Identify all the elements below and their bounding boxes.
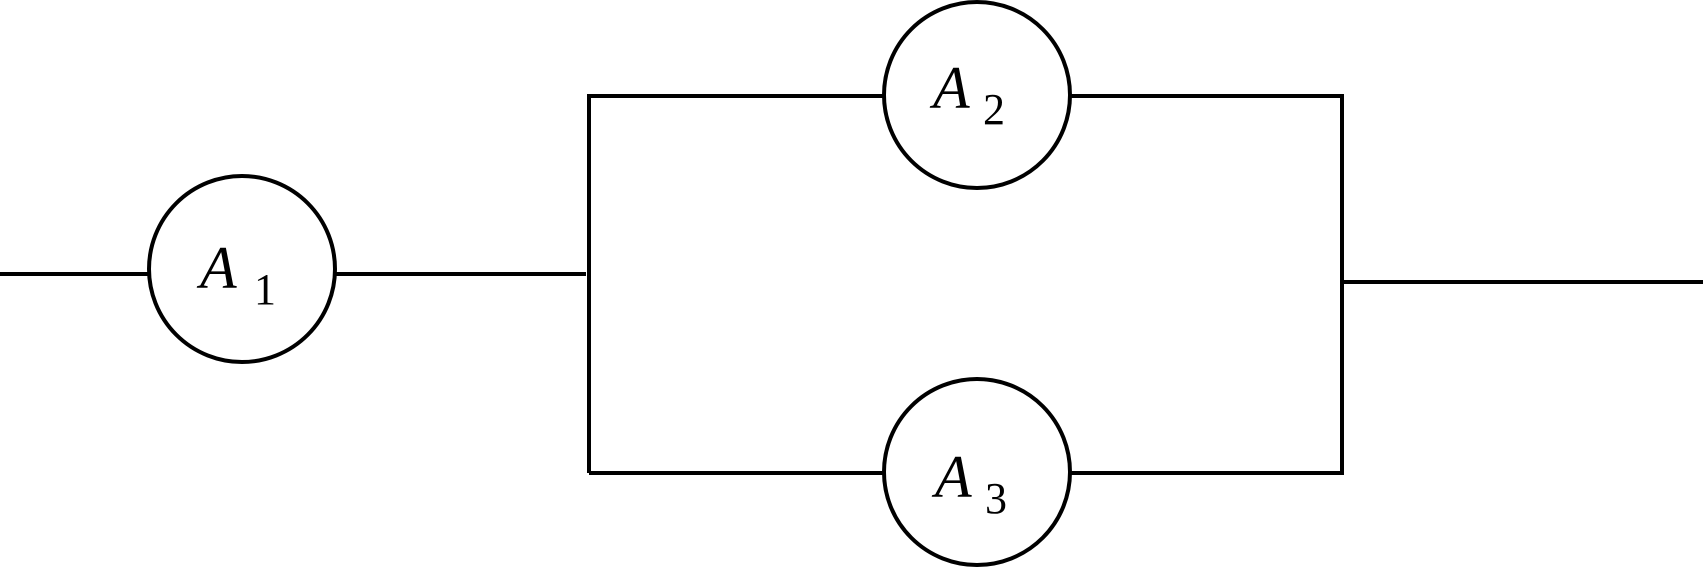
node-a2-letter: A	[929, 55, 970, 121]
node-a3: A 3	[882, 377, 1072, 567]
node-a3-circle	[882, 377, 1072, 567]
node-a1-circle	[147, 174, 337, 364]
node-a3-letter: A	[931, 444, 972, 510]
node-a1: A 1	[147, 174, 337, 364]
node-a2-subscript: 2	[983, 85, 1005, 134]
node-a1-subscript: 1	[254, 265, 276, 314]
node-a1-letter: A	[196, 235, 237, 301]
node-a2: A 2	[882, 0, 1072, 190]
node-a2-circle	[882, 0, 1072, 190]
node-a3-subscript: 3	[985, 474, 1007, 523]
